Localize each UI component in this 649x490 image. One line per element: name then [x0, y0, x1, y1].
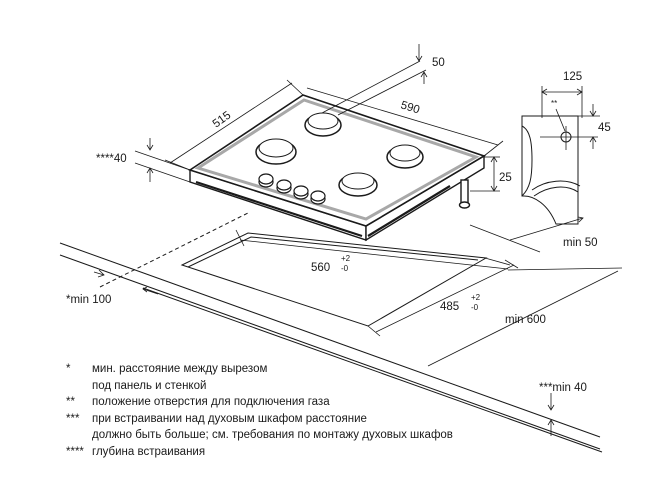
- dim-485-tol-plus: +2: [471, 293, 481, 302]
- legend-text: при встраивании над духовым шкафом расст…: [92, 412, 367, 425]
- dim-25-label: 25: [499, 172, 512, 184]
- dim-40-depth-label: ****40: [96, 153, 127, 165]
- gas-connection-detail: 125 45 **: [521, 71, 611, 225]
- burner-rear-left: [304, 112, 342, 137]
- worktop-cutout: [99, 211, 488, 327]
- burner-left: [255, 138, 297, 165]
- legend-mark: **: [66, 396, 75, 409]
- dimension-560: 560 +2 -0: [235, 229, 511, 274]
- control-knobs: [258, 173, 326, 205]
- dim-min-100-label: *min 100: [66, 294, 111, 306]
- dim-560-label: 560: [311, 262, 330, 274]
- dimension-50: 50: [321, 44, 445, 116]
- legend: * мин. расстояние между вырезом под пане…: [66, 361, 453, 461]
- legend-text: под панель и стенкой: [92, 379, 207, 392]
- dim-560-tol-minus: -0: [341, 264, 349, 273]
- dimension-min-600: min 600: [427, 267, 623, 367]
- dim-45-label: 45: [598, 122, 611, 134]
- legend-text: глубина встраивания: [92, 445, 206, 458]
- gas-marker-label: **: [551, 99, 557, 108]
- dim-min-40-label: ***min 40: [539, 382, 587, 394]
- dim-125-label: 125: [563, 71, 582, 83]
- legend-item-3: *** при встраивании над духовым шкафом р…: [66, 411, 453, 444]
- legend-item-2: ** положение отверстия для подключения г…: [66, 394, 453, 411]
- dim-min-600-label: min 600: [505, 314, 546, 326]
- legend-item-1: * мин. расстояние между вырезом под пане…: [66, 361, 453, 394]
- hob-body: [189, 154, 485, 242]
- legend-text: мин. расстояние между вырезом: [92, 363, 268, 375]
- dim-560-tol-plus: +2: [341, 254, 351, 263]
- burner-right: [386, 144, 424, 169]
- burner-front: [338, 172, 378, 197]
- dim-min-50-label: min 50: [563, 237, 598, 249]
- dimension-min-40: ***min 40: [539, 382, 587, 436]
- dimension-min-50: min 50: [469, 216, 598, 253]
- dim-485-label: 485: [440, 301, 459, 313]
- dim-590-label: 590: [399, 99, 421, 116]
- dimension-min-100: *min 100: [66, 269, 159, 306]
- dim-50-label: 50: [432, 57, 445, 69]
- worktop-edges: [59, 242, 603, 453]
- dim-485-tol-minus: -0: [471, 303, 479, 312]
- dimension-485: 485 +2 -0: [367, 259, 519, 337]
- legend-mark: ****: [66, 445, 84, 458]
- dimension-590: 590: [306, 87, 504, 157]
- legend-text: должно быть больше; см. требования по мо…: [92, 429, 453, 442]
- hob-top: [188, 94, 486, 227]
- legend-item-4: **** глубина встраивания: [66, 444, 453, 461]
- dimension-40-depth: ****40: [96, 138, 191, 183]
- dimension-25: 25: [470, 156, 512, 192]
- dim-515-label: 515: [211, 109, 234, 130]
- gas-connector: [458, 179, 471, 209]
- legend-text: положение отверстия для подключения газа: [92, 396, 330, 409]
- legend-mark: ***: [66, 412, 80, 425]
- legend-mark: *: [66, 363, 71, 375]
